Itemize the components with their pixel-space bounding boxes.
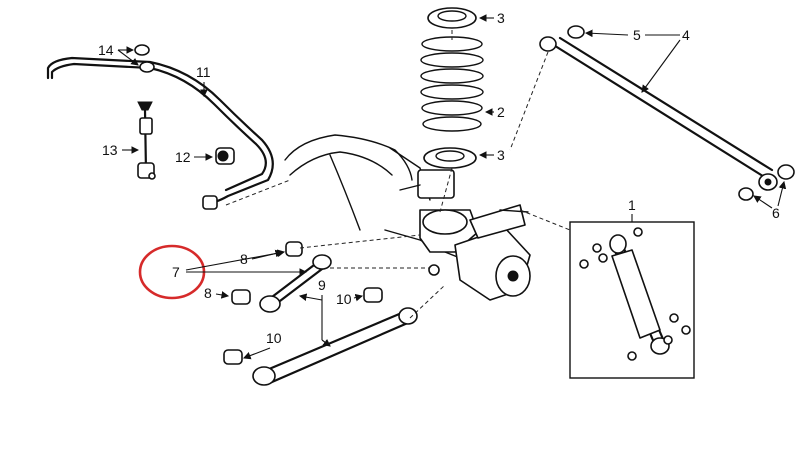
callout-12: 12 [175,149,214,165]
callout-2: 2 [484,104,505,120]
callout-label-4: 4 [682,27,690,43]
upper-control-arm [231,241,332,313]
shock-absorber-box [569,221,695,379]
callout-7: 7 [138,244,308,300]
callout-1: 1 [628,197,636,222]
callout-label-10-right: 10 [336,291,352,307]
callout-6: 6 [753,180,787,221]
callout-label-13: 13 [102,142,118,158]
callout-8-lower: 8 [204,285,230,301]
stabilizer-bar [46,56,274,210]
callout-label-3-bottom: 3 [497,147,505,163]
callout-9: 9 [298,277,331,347]
callout-label-14: 14 [98,42,114,58]
bracket-bushing [215,147,235,165]
callout-3-bottom: 3 [478,147,505,163]
assembly-guide-lines [225,30,571,319]
callout-label-8-lower: 8 [204,285,212,301]
callout-label-5: 5 [633,27,641,43]
stabilizer-link [137,101,156,180]
callout-label-3-top: 3 [497,10,505,26]
lateral-rod [539,25,795,201]
callout-label-9: 9 [318,277,326,293]
axle-housing [284,134,531,301]
callout-label-11: 11 [196,64,211,80]
callout-label-1: 1 [628,197,636,213]
coil-spring [420,7,484,169]
callout-label-2: 2 [497,104,505,120]
lower-control-arm [223,287,418,386]
callout-label-7: 7 [172,264,180,280]
callout-14: 14 [98,42,139,66]
callout-3-top: 3 [478,10,505,26]
callout-label-12: 12 [175,149,191,165]
callout-13: 13 [102,142,140,158]
stabilizer-bushings [134,44,155,73]
callout-11: 11 [196,64,211,98]
callout-10-left: 10 [242,330,282,360]
callout-label-10-left: 10 [266,330,282,346]
callout-10-right: 10 [336,291,364,307]
callout-label-6: 6 [772,205,780,221]
callout-5-4: 5 4 [584,27,690,93]
